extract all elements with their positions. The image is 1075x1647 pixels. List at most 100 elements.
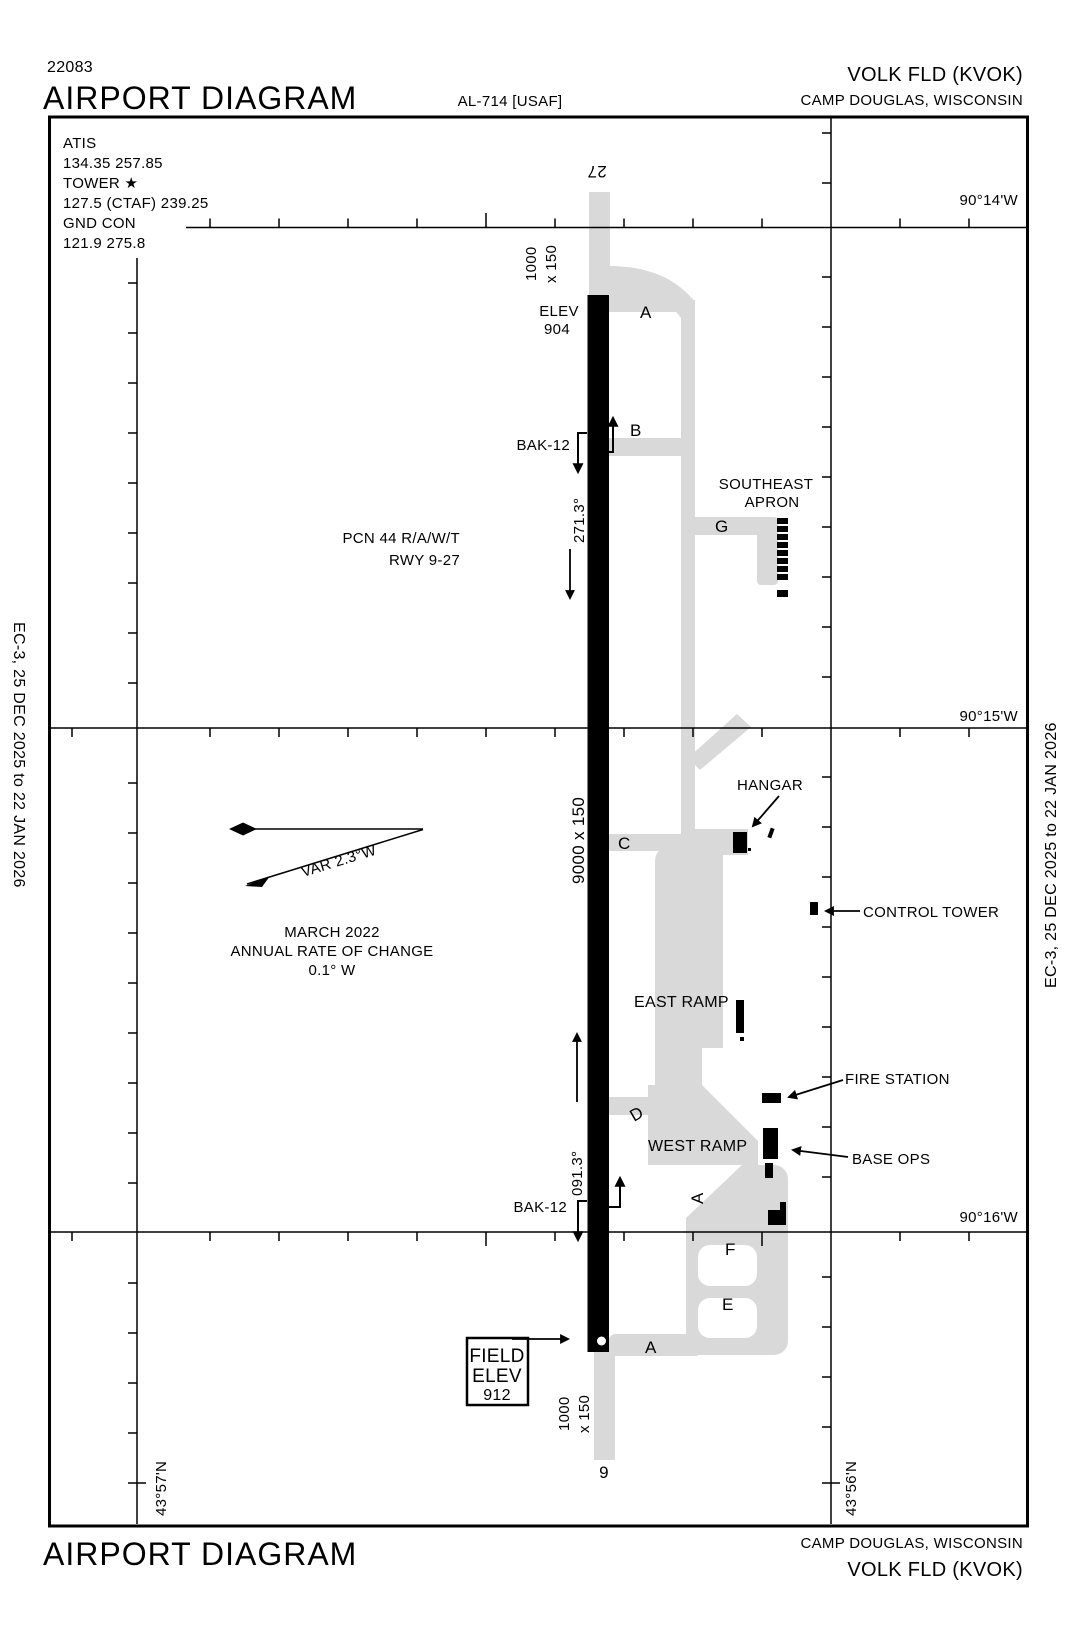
elev-top-label: ELEV xyxy=(539,303,579,320)
field-elev-value: 912 xyxy=(483,1387,511,1404)
map-border xyxy=(48,115,1029,1528)
taxiway-g-label: G xyxy=(715,517,729,536)
bak12-lower-left-bracket xyxy=(577,1200,587,1213)
taxiway-pavement xyxy=(589,192,788,1460)
loop-island-f xyxy=(698,1245,757,1286)
east-ramp-label: EAST RAMP xyxy=(634,994,729,1011)
airport-city: CAMP DOUGLAS, WISCONSIN xyxy=(801,92,1024,109)
taxiway-a-bottom xyxy=(608,1334,703,1356)
lon-label-90-14: 90°14'W xyxy=(960,192,1019,209)
comms-line-tower-freq: 127.5 (CTAF) 239.25 xyxy=(63,195,209,212)
var-label: VAR 2.3°W xyxy=(299,842,379,881)
runway-9-number: 9 xyxy=(599,1463,609,1482)
overrun-bottom xyxy=(594,1352,615,1460)
page-title: AIRPORT DIAGRAM xyxy=(43,80,357,116)
bak12-upper-left-bracket xyxy=(577,432,587,446)
var-date: MARCH 2022 xyxy=(284,924,380,941)
field-elev-box: FIELD ELEV 912 xyxy=(465,1336,530,1407)
bak12-lower-label: BAK-12 xyxy=(514,1199,568,1216)
west-ramp-pavement xyxy=(648,1085,758,1165)
fire-station-building xyxy=(762,1093,781,1103)
comms-line-tower: TOWER ★ xyxy=(63,175,138,192)
east-ramp-building-dot xyxy=(740,1037,744,1041)
heading-9-label: 091.3° xyxy=(569,1151,586,1196)
var-rate-1: ANNUAL RATE OF CHANGE xyxy=(231,943,434,960)
taxiway-b-label: B xyxy=(630,421,642,440)
hangar-arrow xyxy=(751,795,780,828)
taxiway-c xyxy=(608,834,695,851)
comms-line-gnd: GND CON xyxy=(63,215,136,232)
graticule-ticks-lon3 xyxy=(71,1232,970,1246)
loop-cutout-diagonal xyxy=(686,1165,742,1218)
variation-symbol xyxy=(229,822,424,887)
var-rate-2: 0.1° W xyxy=(309,962,357,979)
comms-line-atis-freq: 134.35 257.85 xyxy=(63,155,163,172)
base-ops-building xyxy=(763,1128,778,1159)
effective-dates-right: EC-3, 25 DEC 2025 to 22 JAN 2026 xyxy=(1043,722,1060,988)
southeast-apron-label-2: APRON xyxy=(745,494,800,511)
graticule-ticks-lon1 xyxy=(209,213,970,228)
base-ops-label: BASE OPS xyxy=(852,1151,930,1168)
overrun-top xyxy=(589,192,610,295)
taxiway-a-top-label: A xyxy=(640,303,652,322)
runway-dimensions: 9000 x 150 xyxy=(569,797,588,884)
airport-name: VOLK FLD (KVOK) xyxy=(847,64,1023,86)
field-elev-line-2: ELEV xyxy=(472,1366,522,1387)
taxiway-e-label: E xyxy=(722,1295,734,1314)
taxiway-a-bottom-label: A xyxy=(645,1338,657,1357)
bak12-lower-right-bracket xyxy=(608,1203,621,1208)
runway-end-dot xyxy=(597,1336,606,1346)
runway-9-27 xyxy=(587,295,609,1352)
taxiway-g xyxy=(690,517,770,535)
taxiway-f-label: F xyxy=(725,1240,736,1259)
lon-label-90-15: 90°15'W xyxy=(960,708,1019,725)
lon-label-90-16: 90°16'W xyxy=(960,1209,1019,1226)
overrun-top-dim-2: x 150 xyxy=(543,245,560,283)
hangar-label: HANGAR xyxy=(737,777,803,794)
effective-dates-left: EC-3, 25 DEC 2025 to 22 JAN 2026 xyxy=(10,622,27,888)
taxiway-a-top xyxy=(608,290,683,312)
control-tower-building xyxy=(810,902,818,915)
base-ops-annex xyxy=(765,1163,773,1178)
comms-line-gnd-freq: 121.9 275.8 xyxy=(63,235,146,252)
heading-27-label: 271.3° xyxy=(571,498,588,543)
graticule-ticks-lat-left xyxy=(128,282,146,1484)
southeast-apron-parking-row xyxy=(777,518,788,597)
loop-island-e xyxy=(698,1298,757,1338)
east-ramp-pavement xyxy=(655,848,723,1093)
comms-line-atis: ATIS xyxy=(63,135,96,152)
west-ramp-south-building xyxy=(768,1202,786,1225)
taxiway-b xyxy=(608,438,681,456)
true-north-diamond xyxy=(229,822,257,836)
pcn-line-1: PCN 44 R/A/W/T xyxy=(342,530,460,547)
graticule-ticks-lat-right xyxy=(822,132,840,1484)
fire-station-arrow xyxy=(787,1079,844,1100)
hangar-small-mark xyxy=(767,827,775,839)
overrun-top-dim-1: 1000 xyxy=(523,246,540,281)
bak12-upper-label: BAK-12 xyxy=(517,437,571,454)
magnetic-north-line xyxy=(246,828,424,885)
bak12-symbols xyxy=(572,415,626,1243)
pcn-line-2: RWY 9-27 xyxy=(389,552,460,569)
graticule: 90°14'W 90°15'W 90°16'W 43°57'N 43°56'N xyxy=(51,118,1026,1524)
fire-station-label: FIRE STATION xyxy=(845,1071,950,1088)
chart-number: AL-714 [USAF] xyxy=(458,93,563,110)
parallel-taxiway xyxy=(681,300,695,848)
field-elev-border xyxy=(465,1336,530,1407)
taxiway-d xyxy=(608,1097,655,1115)
magnetic-north-barb xyxy=(245,876,270,887)
footer-title: AIRPORT DIAGRAM xyxy=(43,1536,357,1572)
graticule-ticks-lon2 xyxy=(71,728,970,737)
chart-code: 22083 xyxy=(47,59,93,76)
buildings xyxy=(733,518,818,1225)
hangar-building xyxy=(733,832,747,853)
footer-city: CAMP DOUGLAS, WISCONSIN xyxy=(801,1535,1024,1552)
elev-top-value: 904 xyxy=(544,321,570,338)
ne-diagonal-stub xyxy=(688,714,751,770)
overrun-bottom-dim-1: 1000 xyxy=(556,1396,573,1431)
field-elev-line-1: FIELD xyxy=(469,1346,524,1367)
east-ramp-building xyxy=(736,1000,744,1033)
hangar-dot xyxy=(748,848,751,851)
west-ramp-label: WEST RAMP xyxy=(648,1138,747,1155)
